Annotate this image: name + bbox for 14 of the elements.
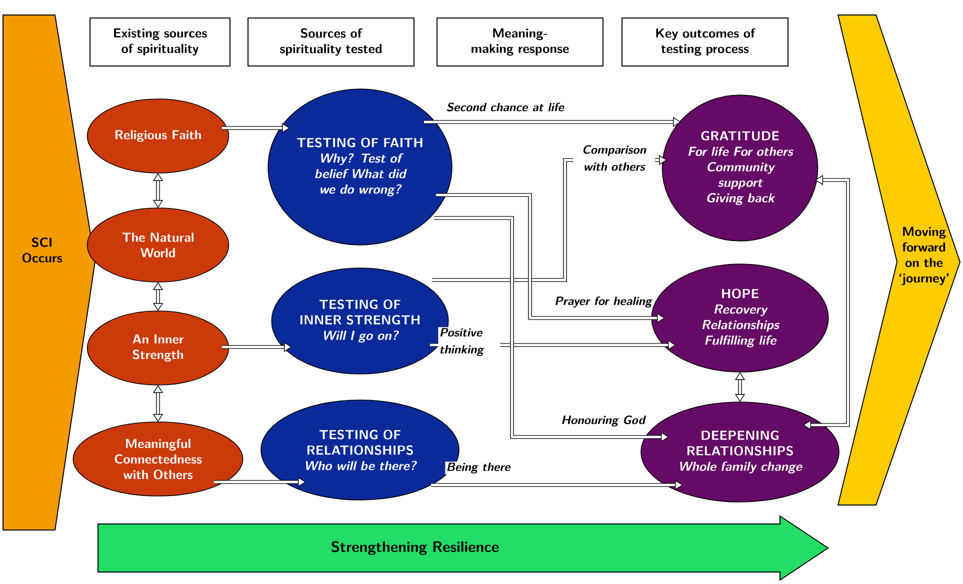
edge-label: Prayer for healing bbox=[553, 296, 653, 308]
edge-label: Comparison with others bbox=[573, 144, 655, 172]
column-header: Key outcomes of testing process bbox=[622, 18, 788, 66]
column-header: Meaning-making response bbox=[436, 18, 604, 66]
edge-label: Being there bbox=[445, 462, 512, 474]
hollow-arrow bbox=[152, 385, 164, 422]
edge-label: Positive thinking bbox=[438, 327, 500, 357]
hollow-arrow bbox=[734, 372, 746, 402]
start-chevron: SCI Occurs bbox=[2, 14, 96, 530]
column-header: Sources of spirituality tested bbox=[248, 18, 414, 66]
hollow-arrow bbox=[152, 173, 164, 208]
column-header: Existing sources of spirituality bbox=[90, 18, 230, 66]
end-chevron: Moving forward on the ‘journey’ bbox=[837, 14, 961, 506]
hollow-arrow bbox=[152, 282, 164, 311]
